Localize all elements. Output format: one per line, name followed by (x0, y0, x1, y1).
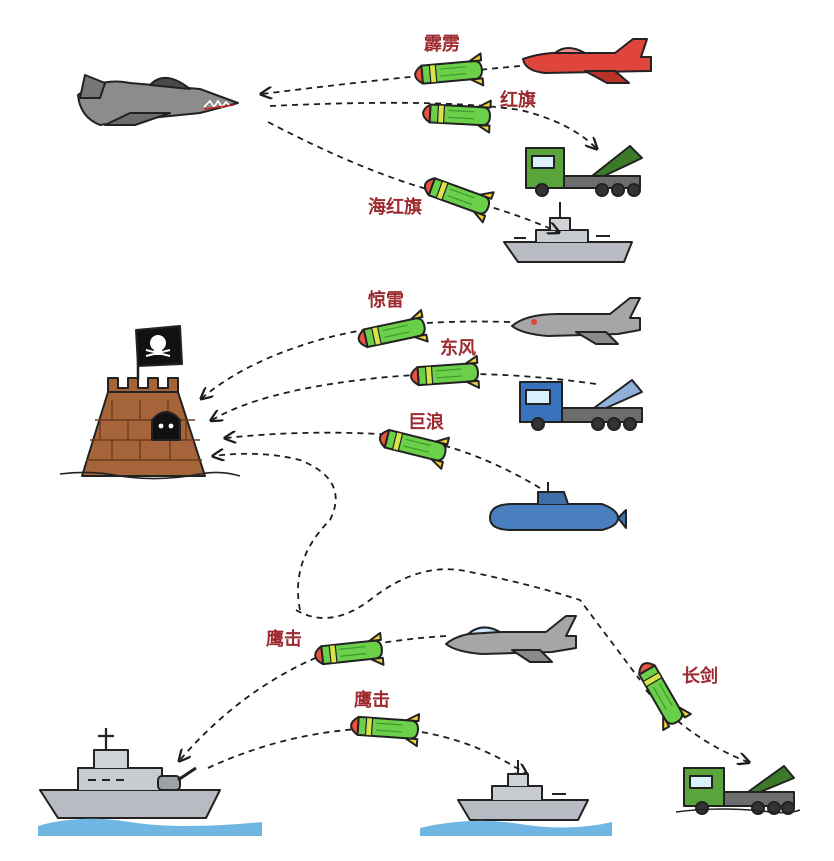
label-yingji-1: 鹰击 (266, 628, 302, 650)
label-changjian: 长剑 (682, 665, 718, 687)
hongqi-missile-icon (421, 96, 492, 134)
label-jinglei: 惊雷 (368, 289, 404, 311)
green-launcher-truck-icon (525, 145, 643, 197)
label-dongfeng: 东风 (440, 337, 476, 359)
yingji-missile-icon-2 (348, 708, 421, 748)
green-cruise-launcher-icon (683, 765, 795, 815)
destroyer-ship-icon (503, 202, 633, 263)
dongfeng-missile-icon (408, 354, 481, 394)
haihongqi-missile-icon (418, 168, 495, 224)
label-hongqi: 红旗 (500, 89, 536, 111)
pili-missile-icon (412, 52, 485, 93)
label-yingji-2: 鹰击 (354, 689, 390, 711)
pirate-fortress-icon (59, 377, 241, 480)
ground-line (675, 808, 801, 814)
yingji-missile-icon-1 (312, 631, 385, 673)
attack-jet-icon (445, 615, 577, 663)
label-haihongqi: 海红旗 (368, 196, 422, 218)
large-warship-icon (39, 728, 221, 819)
bomber-jet-icon (511, 297, 641, 345)
skull-flag-icon (135, 325, 183, 380)
small-warship-icon (457, 760, 589, 821)
red-fighter-jet-icon (522, 38, 652, 84)
label-julang: 巨浪 (408, 411, 444, 433)
submarine-icon (489, 482, 627, 531)
sea-wave-right (420, 820, 612, 836)
enemy-jet-icon (77, 74, 239, 126)
jinglei-missile-icon (354, 309, 429, 357)
label-pili: 霹雳 (424, 34, 460, 55)
blue-launcher-truck-icon (519, 379, 643, 431)
sea-wave-left (38, 818, 262, 836)
